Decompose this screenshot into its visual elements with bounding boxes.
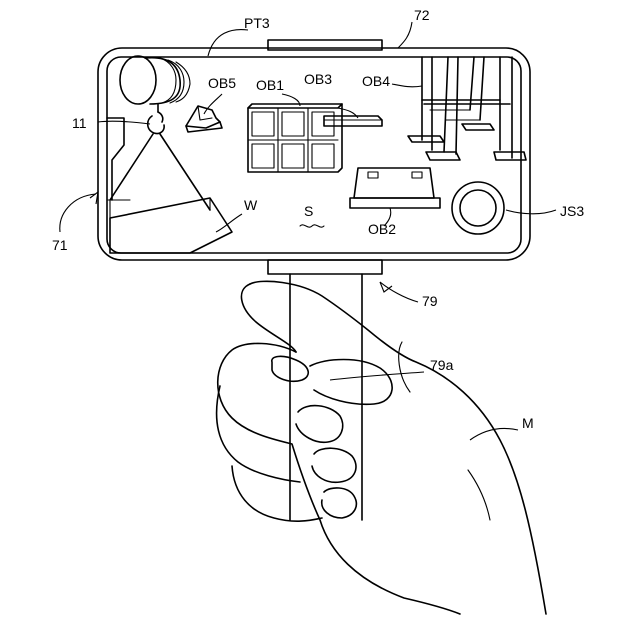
object-ob4	[408, 57, 526, 160]
cable-drum	[120, 56, 190, 104]
joystick-js3	[452, 182, 504, 234]
label-js3: JS3	[560, 203, 584, 219]
label-pt3: PT3	[244, 15, 270, 31]
ring-finger	[322, 488, 357, 518]
label-ob5: OB5	[208, 75, 236, 91]
crane-hook	[148, 112, 164, 134]
label-ob3: OB3	[304, 71, 332, 87]
sling-lines	[110, 134, 210, 210]
label-s: S	[304, 203, 313, 219]
label-71: 71	[52, 237, 68, 253]
hand	[217, 281, 546, 614]
middle-finger	[312, 448, 356, 482]
space-squiggle	[300, 225, 324, 227]
label-72: 72	[414, 7, 430, 23]
object-ob3	[324, 116, 382, 126]
left-wall	[107, 118, 124, 200]
thumb	[310, 360, 392, 405]
label-79: 79	[422, 293, 438, 309]
hand-outline	[250, 281, 546, 614]
object-ob5	[186, 106, 222, 132]
reference-labels: PT3 72 OB5 OB1 OB3 OB4 11 W S OB2 JS3 71…	[52, 7, 584, 431]
label-ob1: OB1	[256, 77, 284, 93]
label-m: M	[522, 415, 534, 431]
object-ob1	[248, 104, 342, 172]
label-ob4: OB4	[362, 73, 390, 89]
index-finger	[296, 406, 343, 443]
label-w: W	[244, 197, 258, 213]
load-w	[110, 198, 232, 253]
label-11: 11	[72, 115, 87, 131]
label-ob2: OB2	[368, 221, 396, 237]
object-ob2	[350, 168, 440, 208]
label-79a: 79a	[430, 357, 454, 373]
